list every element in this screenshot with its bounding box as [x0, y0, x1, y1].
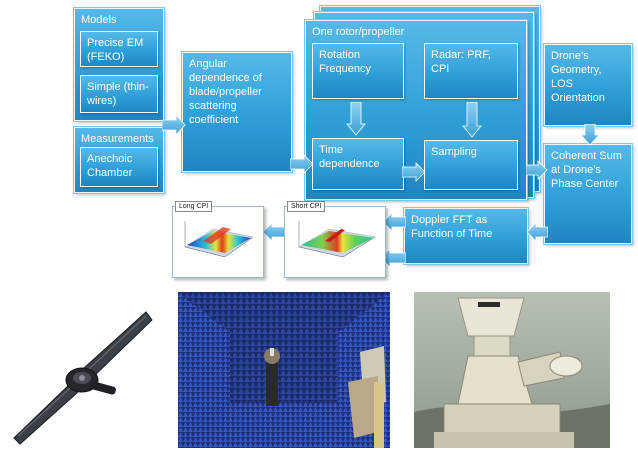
models-title: Models: [81, 14, 117, 26]
short-cpi-label: Short CPI: [287, 201, 326, 212]
long-cpi-plot: Long CPI: [172, 201, 264, 278]
arrow-geometry-to-coherent: [580, 124, 600, 146]
rotor-title: One rotor/propeller: [312, 26, 405, 38]
coherent-sum-box: Coherent Sum at Drone’s Phase Center: [544, 144, 632, 244]
arrow-time-to-sampling: [402, 162, 426, 182]
angular-dependence-box: Angular dependence of blade/propeller sc…: [182, 52, 292, 172]
arrow-coherent-to-doppler: [526, 222, 548, 242]
short-cpi-surface: [298, 221, 376, 258]
time-dependence-box: Time dependence: [312, 138, 404, 190]
time-dependence-label: Time dependence: [319, 144, 380, 170]
angular-dependence-label: Angular dependence of blade/propeller sc…: [189, 58, 262, 126]
doppler-fft-label: Doppler FFT as Function of Time: [411, 214, 493, 240]
measurements-title: Measurements: [81, 133, 154, 145]
anechoic-chamber-photo: [178, 292, 390, 448]
radar-box: Radar: PRF, CPI: [424, 43, 518, 99]
anechoic-label: Anechoic Chamber: [87, 153, 133, 179]
arrow-rotation-to-time: [346, 102, 366, 136]
doppler-fft-box: Doppler FFT as Function of Time: [404, 208, 528, 264]
precise-em-label: Precise EM (FEKO): [87, 37, 144, 63]
radar-turret-photo: [414, 292, 610, 448]
geometry-box: Drone’s Geometry, LOS Orientation: [544, 44, 632, 126]
coherent-sum-label: Coherent Sum at Drone’s Phase Center: [551, 150, 622, 190]
arrow-sampling-to-coherent: [526, 160, 548, 180]
geometry-label: Drone’s Geometry, LOS Orientation: [551, 50, 605, 104]
sampling-box: Sampling: [424, 140, 518, 190]
sampling-label: Sampling: [431, 146, 477, 158]
arrow-models-to-angular: [162, 114, 186, 136]
arrow-angular-to-time: [290, 154, 314, 174]
long-cpi-label: Long CPI: [175, 201, 213, 212]
arrow-doppler-to-shortcpi: [382, 212, 406, 232]
short-cpi-plot: Short CPI: [284, 201, 386, 278]
rotation-frequency-label: Rotation Frequency: [319, 49, 371, 75]
simple-box: Simple (thin-wires): [80, 75, 158, 113]
arrow-radar-to-sampling: [462, 102, 482, 138]
rotation-frequency-box: Rotation Frequency: [312, 43, 404, 99]
arrow-short-to-long: [262, 222, 286, 242]
propeller-photo: [0, 298, 160, 448]
long-cpi-surface: [184, 221, 254, 258]
radar-label: Radar: PRF, CPI: [431, 49, 491, 75]
simple-label: Simple (thin-wires): [87, 81, 149, 107]
anechoic-box: Anechoic Chamber: [80, 147, 158, 187]
precise-em-box: Precise EM (FEKO): [80, 31, 158, 67]
